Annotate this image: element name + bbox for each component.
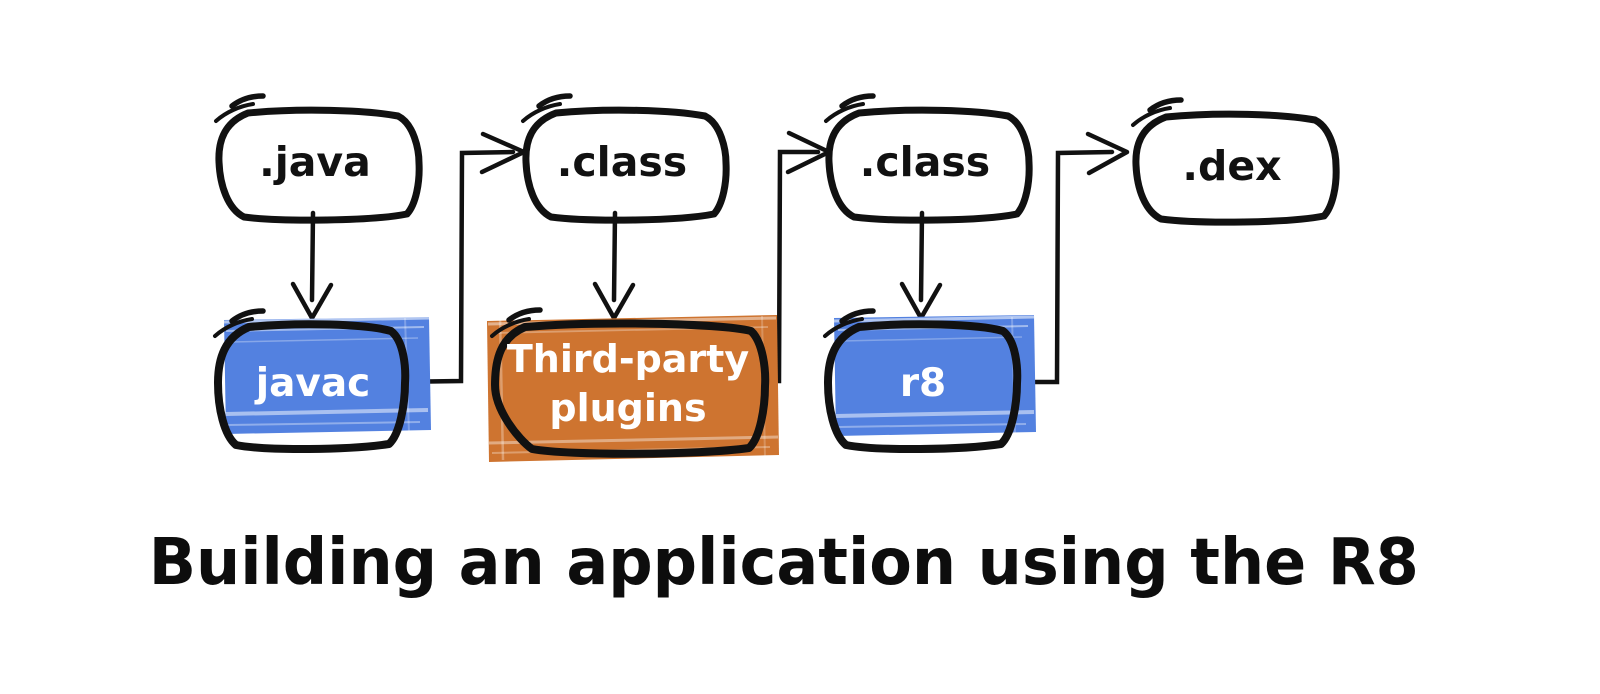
edge-class-to-plugins — [592, 210, 636, 321]
node-dex-label: .dex — [1182, 142, 1281, 190]
node-javac-label: javac — [254, 361, 371, 406]
node-outlines-layer: .java .class .class .dex — [213, 93, 1340, 458]
node-class-2[interactable]: .class — [824, 93, 1033, 224]
node-plugins[interactable]: Third-party plugins — [490, 307, 770, 458]
javac-highlight — [223, 316, 431, 434]
node-r8-label: r8 — [900, 361, 946, 406]
node-plugins-label-line-1: Third-party — [507, 337, 749, 381]
node-java[interactable]: .java — [214, 93, 423, 224]
edge-java-to-javac — [290, 210, 334, 321]
caption-label: Building an application using the R8 — [149, 524, 1419, 599]
node-javac[interactable]: javac — [213, 308, 410, 454]
node-plugins-label-line-2: plugins — [549, 386, 706, 430]
node-class-1[interactable]: .class — [521, 93, 730, 224]
diagram-caption: Building an application using the R8 — [149, 524, 1419, 599]
edge-r8-to-dex — [1016, 131, 1130, 385]
node-class-1-label: .class — [557, 138, 687, 186]
node-dex[interactable]: .dex — [1131, 97, 1340, 226]
highlight-fills-layer — [223, 315, 1036, 462]
node-class-2-label: .class — [860, 138, 990, 186]
edge-class-to-r8 — [899, 210, 943, 321]
node-java-label: .java — [259, 138, 371, 186]
node-r8[interactable]: r8 — [823, 308, 1022, 454]
